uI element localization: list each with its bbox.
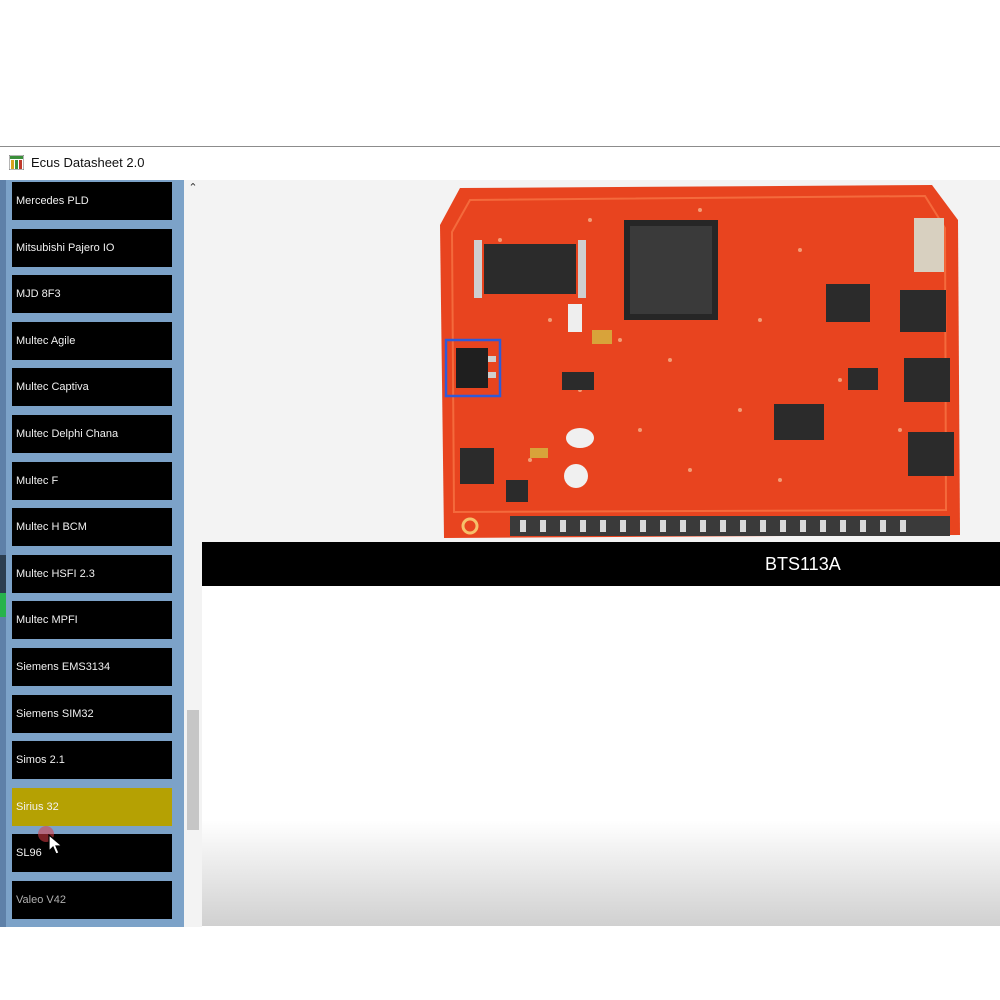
component-caption-bar: BTS113A [202, 542, 1000, 586]
sidebar-splitter[interactable] [0, 180, 6, 927]
ecu-list-item[interactable]: Multec Captiva [12, 368, 172, 407]
ecu-list-item[interactable]: Siemens SIM32 [12, 694, 172, 733]
ecu-list-item[interactable]: Multec Delphi Chana [12, 414, 172, 453]
ecu-list-item[interactable]: Mitsubishi Pajero IO [12, 228, 172, 267]
splitter-grip [0, 555, 6, 593]
ecu-list-item[interactable]: SL96 [12, 834, 172, 873]
app-window: Ecus Datasheet 2.0 Mercedes PLD Mitsubish… [0, 146, 1000, 927]
splitter-indicator [0, 593, 6, 617]
ecu-list-item[interactable]: Multec MPFI [12, 601, 172, 640]
image-area [202, 180, 1000, 543]
ecu-list-item[interactable]: Multec HSFI 2.3 [12, 554, 172, 593]
ecu-list-item[interactable]: Sirius 32 [12, 787, 172, 826]
viewer-pane: BTS113A [202, 180, 1000, 927]
window-title: Ecus Datasheet 2.0 [31, 155, 145, 170]
component-label: BTS113A [765, 554, 841, 574]
ecu-list-item[interactable]: Multec H BCM [12, 508, 172, 547]
ecu-list-item[interactable]: Multec F [12, 461, 172, 500]
scroll-up-icon[interactable]: ⌃ [188, 182, 198, 194]
ecu-list-item[interactable]: Siemens EMS3134 [12, 647, 172, 686]
ecu-list-item[interactable]: Mercedes PLD [12, 182, 172, 220]
bottom-fade [202, 820, 1000, 926]
mouse-cursor-icon [48, 834, 64, 855]
ecu-board-image[interactable] [440, 180, 964, 542]
ecu-list-item[interactable]: Valeo V42 [12, 880, 172, 919]
title-bar: Ecus Datasheet 2.0 [0, 147, 1000, 180]
ecu-list-item[interactable]: Simos 2.1 [12, 741, 172, 780]
ecu-list-item[interactable]: Multec Agile [12, 321, 172, 360]
app-icon [9, 155, 24, 170]
list-scrollbar[interactable]: ⌃ [184, 180, 202, 927]
scroll-thumb[interactable] [187, 710, 199, 830]
ecu-list-item[interactable]: MJD 8F3 [12, 275, 172, 314]
